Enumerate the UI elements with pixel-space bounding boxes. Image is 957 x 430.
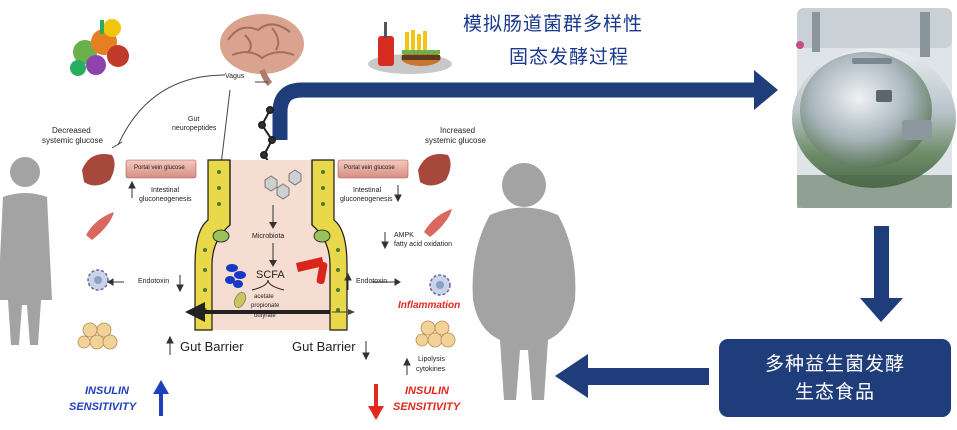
ampk-label-1: AMPK — [394, 232, 414, 239]
intestinal-gluconeogenesis-left-2: gluconeogenesis — [139, 196, 192, 203]
immune-cell-icon-left — [87, 269, 109, 291]
gut-barrier-right-label: Gut Barrier — [292, 339, 356, 354]
decreased-glucose-label-1: Decreased — [52, 126, 91, 135]
product-label-line2: 生态食品 — [795, 381, 876, 403]
gut-lumen — [194, 159, 348, 331]
microbiota-label: Microbiota — [252, 233, 285, 240]
intestinal-gluconeogenesis-left-1: Intestinal — [151, 187, 180, 194]
insulin-sensitivity-right-1: INSULIN — [405, 385, 449, 397]
process-title-line1: 模拟肠道菌群多样性 — [463, 13, 644, 35]
insulin-up-arrow — [153, 380, 169, 394]
portal-vein-right-label: Portal vein glucose — [344, 165, 395, 171]
brain-image — [220, 14, 304, 87]
gut-barrier-left-label: Gut Barrier — [180, 339, 244, 354]
adipocyte-icon-left — [77, 322, 118, 350]
vagus-label: Vagus — [225, 73, 245, 80]
immune-cell-icon-right — [429, 274, 451, 296]
muscle-icon-right — [424, 209, 452, 237]
liver-icon-right — [418, 154, 451, 186]
insulin-down-arrow — [368, 406, 384, 420]
red-bacteria — [296, 257, 324, 272]
butyrate-label: butyrate — [254, 313, 276, 319]
scfa-label: SCFA — [256, 269, 285, 281]
blue-bacteria — [225, 264, 246, 288]
decreased-glucose-label-2: systemic glucose — [42, 136, 103, 145]
gut-neuropeptides-label-2: neuropeptides — [172, 125, 217, 132]
fermentation-tank-image — [792, 8, 956, 208]
lipolysis-label-2: cytokines — [416, 366, 446, 373]
muscle-icon-left — [86, 212, 114, 240]
liver-icon-left — [82, 154, 115, 186]
gut-neuropeptides-label-1: Gut — [188, 116, 200, 123]
increased-glucose-label-1: Increased — [440, 126, 476, 135]
intestinal-gluconeogenesis-right-2: gluconeogenesis — [340, 196, 393, 203]
endotoxin-left-label: Endotoxin — [138, 278, 170, 285]
ampk-label-2: fatty acid oxidation — [394, 241, 452, 248]
product-label-line1: 多种益生菌发酵 — [765, 353, 906, 375]
lipolysis-label-1: Lipolysis — [418, 356, 445, 363]
acetate-label: acetate — [254, 294, 274, 300]
lean-person-silhouette — [0, 157, 52, 345]
propionate-label: propionate — [251, 303, 280, 309]
obese-person-silhouette — [472, 163, 576, 400]
product-box — [719, 339, 951, 417]
intestinal-gluconeogenesis-right-1: Intestinal — [353, 187, 382, 194]
adipocyte-icon-right — [415, 320, 456, 348]
insulin-sensitivity-left-1: INSULIN — [85, 385, 129, 397]
process-arrowhead-left — [555, 354, 588, 398]
process-arrowhead-right — [754, 70, 778, 110]
insulin-sensitivity-right-2: SENSITIVITY — [393, 401, 461, 413]
endotoxin-right-label: Endotoxin — [356, 278, 388, 285]
vegetables-image — [70, 19, 129, 76]
portal-vein-left-label: Portal vein glucose — [134, 165, 185, 171]
increased-glucose-label-2: systemic glucose — [425, 136, 486, 145]
process-arrow-to-fermenter — [272, 82, 758, 140]
fast-food-image — [368, 22, 452, 74]
inflammation-label: Inflammation — [398, 300, 461, 311]
insulin-sensitivity-left-2: SENSITIVITY — [69, 401, 137, 413]
process-arrowhead-down — [860, 298, 903, 322]
process-title-line2: 固态发酵过程 — [509, 46, 630, 68]
